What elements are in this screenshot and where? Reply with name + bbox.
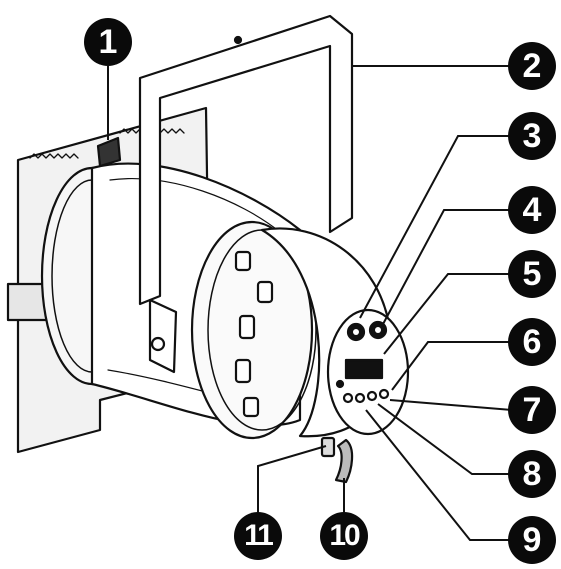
callout-4: 4 (508, 186, 556, 234)
callout-9: 9 (508, 516, 556, 564)
callout-1: 1 (84, 18, 132, 66)
callout-2: 2 (508, 42, 556, 90)
callout-10: 10 (320, 512, 368, 560)
callout-3: 3 (508, 112, 556, 160)
callout-7: 7 (508, 386, 556, 434)
callout-5: 5 (508, 250, 556, 298)
callout-6: 6 (508, 318, 556, 366)
frame-clamp (96, 136, 122, 168)
display (344, 358, 384, 380)
callout-8: 8 (508, 450, 556, 498)
callout-11: 11 (234, 512, 282, 560)
power-cable (334, 438, 354, 484)
